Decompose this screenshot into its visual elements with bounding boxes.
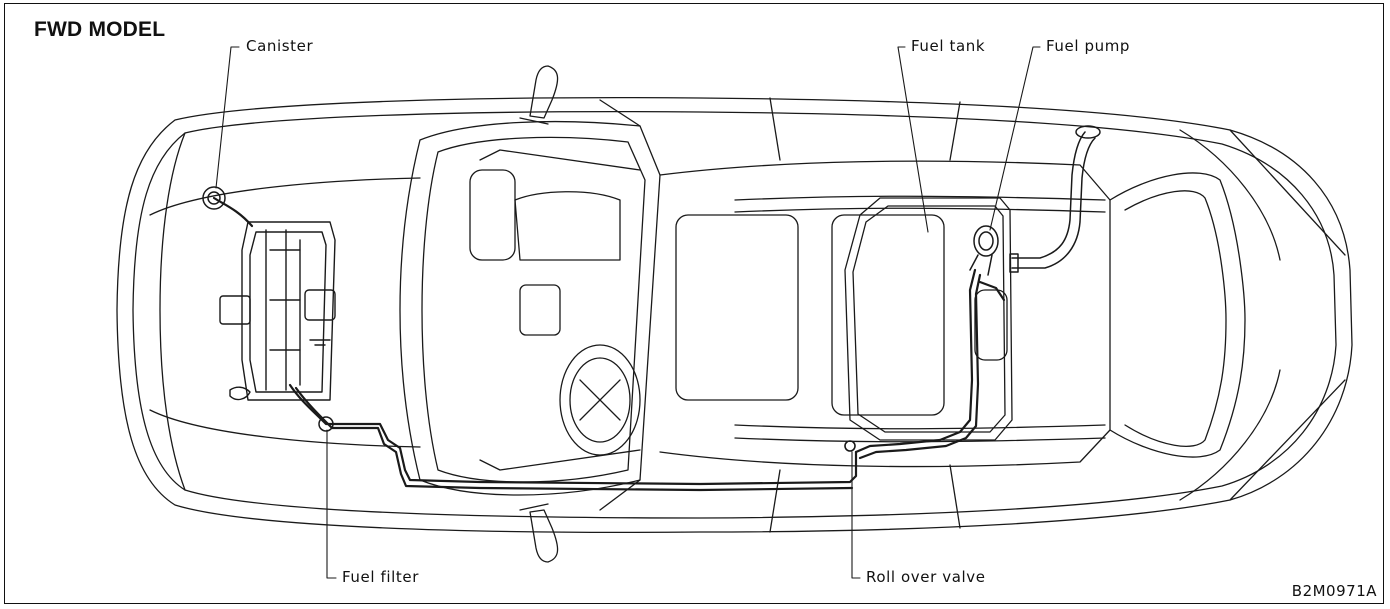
fuel-tank-label: Fuel tank (911, 37, 986, 55)
diagram-title: FWD MODEL (34, 18, 166, 41)
canister-leader (216, 47, 239, 188)
fuel-filter-leader (327, 430, 336, 578)
roll-over-valve-icon (845, 441, 855, 451)
side-mirrors (520, 66, 558, 562)
fuel-tank-leader (898, 47, 928, 232)
steering-wheel (560, 345, 640, 455)
car-body-outline (117, 98, 1352, 533)
interior-seats (470, 170, 1105, 442)
canister-label: Canister (246, 37, 314, 55)
leader-lines (216, 47, 1040, 578)
figure-id: B2M0971A (1291, 582, 1377, 600)
fuel-tank-outline (845, 198, 1012, 440)
fuel-pump-icon (970, 226, 998, 275)
fuel-line (214, 198, 1004, 490)
roll-over-valve-leader (852, 452, 860, 578)
roll-over-valve-label: Roll over valve (866, 568, 986, 586)
fuel-filter-label: Fuel filter (342, 568, 419, 586)
fuel-filler-neck (1010, 126, 1100, 272)
canister-icon (203, 187, 225, 209)
fuel-pump-label: Fuel pump (1046, 37, 1131, 55)
fuel-pump-leader (990, 47, 1040, 230)
engine-assembly (220, 222, 335, 400)
diagram-frame (4, 3, 1384, 604)
